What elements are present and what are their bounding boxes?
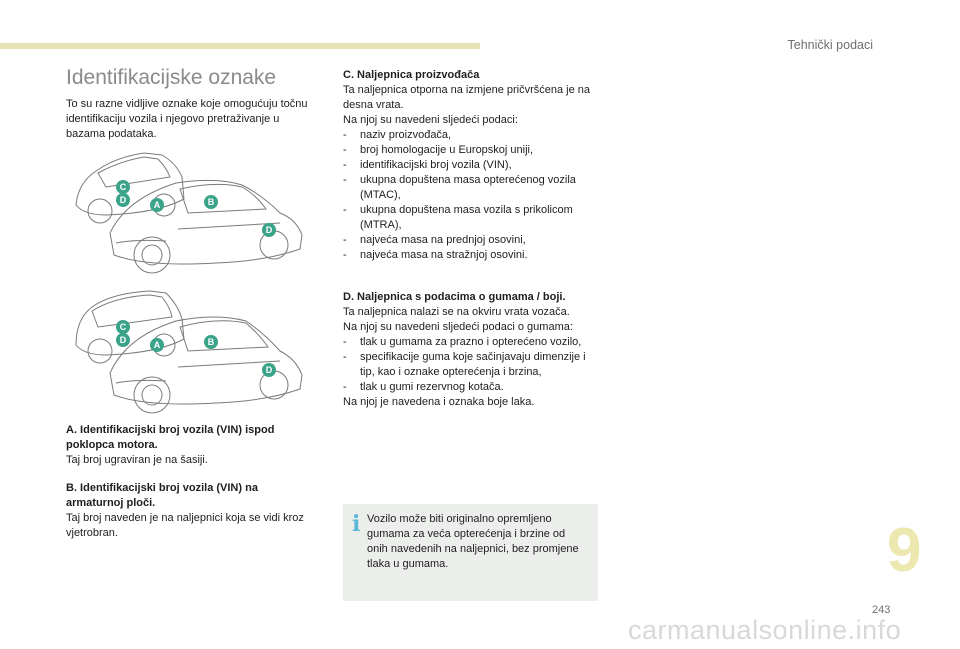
item-d-block: D. Naljepnica s podacima o gumama / boji… — [343, 290, 601, 410]
badge-b: B — [204, 195, 218, 209]
item-d-text: Ta naljepnica nalazi se na okviru vrata … — [343, 306, 570, 318]
intro-text: To su razne vidljive oznake koje omoguću… — [66, 98, 308, 140]
item-c-lead: Na njoj su navedeni sljedeći podaci: — [343, 114, 518, 126]
item-b-text: Taj broj naveden je na naljepnici koja s… — [66, 512, 304, 539]
sedan-illustration: C D A B D — [66, 143, 310, 279]
item-a-block: A. Identifikacijski broj vozila (VIN) is… — [66, 423, 311, 468]
info-box — [343, 504, 598, 601]
page-number: 243 — [872, 604, 891, 616]
list-item: tlak u gumi rezervnog kotača. — [343, 380, 601, 395]
badge-b: B — [204, 335, 218, 349]
item-d-lead: Na njoj su navedeni sljedeći podaci o gu… — [343, 321, 573, 333]
badge-c: C — [116, 320, 130, 334]
badge-d-driver: D — [262, 223, 276, 237]
item-b-heading: B. Identifikacijski broj vozila (VIN) na… — [66, 482, 258, 509]
item-c-text: Ta naljepnica otporna na izmjene pričvrš… — [343, 84, 591, 111]
estate-illustration: C D A B D — [66, 283, 310, 419]
chapter-number: 9 — [887, 516, 922, 585]
item-a-heading: A. Identifikacijski broj vozila (VIN) is… — [66, 424, 275, 451]
item-c-heading: C. Naljepnica proizvođača — [343, 69, 480, 81]
info-text: Vozilo može biti originalno opremljeno g… — [367, 513, 579, 570]
watermark: carmanualsonline.info — [628, 615, 902, 645]
badge-a: A — [150, 198, 164, 212]
badge-a: A — [150, 338, 164, 352]
item-d-list: tlak u gumama za prazno i opterećeno voz… — [343, 335, 601, 395]
list-item: najveća masa na prednjoj osovini, — [343, 233, 601, 248]
list-item: ukupna dopuštena masa opterećenog vozila… — [343, 173, 601, 203]
item-a-text: Taj broj ugraviran je na šasiji. — [66, 454, 208, 466]
item-b-block: B. Identifikacijski broj vozila (VIN) na… — [66, 481, 311, 541]
item-c-block: C. Naljepnica proizvođača Ta naljepnica … — [343, 68, 601, 263]
item-d-footer: Na njoj je navedena i oznaka boje laka. — [343, 396, 535, 408]
badge-d-driver: D — [262, 363, 276, 377]
badge-d: D — [116, 193, 130, 207]
chapter-title: Tehnički podaci — [787, 38, 873, 52]
list-item: tlak u gumama za prazno i opterećeno voz… — [343, 335, 601, 350]
list-item: specifikacije guma koje sačinjavaju dime… — [343, 350, 601, 380]
list-item: identifikacijski broj vozila (VIN), — [343, 158, 601, 173]
sedan-drawing — [75, 152, 303, 274]
badge-d: D — [116, 333, 130, 347]
info-icon: i — [352, 511, 361, 537]
estate-drawing — [75, 290, 303, 414]
list-item: najveća masa na stražnjoj osovini. — [343, 248, 601, 263]
header-accent-bar — [0, 43, 480, 49]
item-c-list: naziv proizvođača, broj homologacije u E… — [343, 128, 601, 263]
list-item: ukupna dopuštena masa vozila s prikolico… — [343, 203, 601, 233]
badge-c: C — [116, 180, 130, 194]
list-item: broj homologacije u Europskoj uniji, — [343, 143, 601, 158]
list-item: naziv proizvođača, — [343, 128, 601, 143]
item-d-heading: D. Naljepnica s podacima o gumama / boji… — [343, 291, 566, 303]
page-title: Identifikacijske oznake — [66, 66, 277, 89]
